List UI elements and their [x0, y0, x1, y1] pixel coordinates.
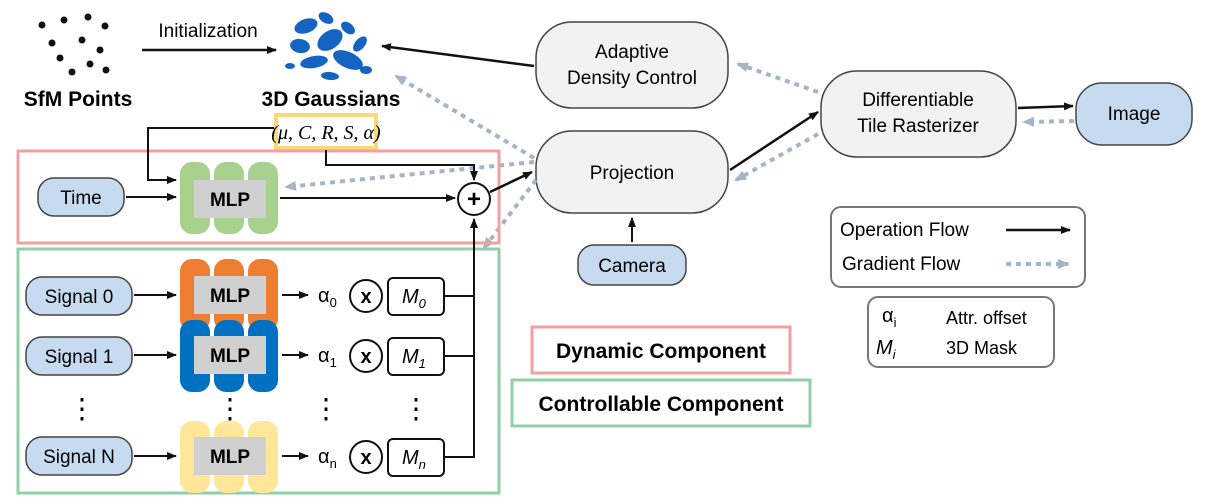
- signal-mlp-label: MLP: [210, 447, 250, 468]
- time-mlp: MLP: [180, 162, 278, 234]
- alpha-offset: αn: [318, 446, 337, 471]
- gradient-projection-to-control: [482, 178, 538, 250]
- gaussians-icon: [285, 12, 372, 81]
- signal-label: Signal 0: [45, 287, 114, 308]
- gradient-projection-to-gaussians: [394, 74, 536, 160]
- plus-label: +: [467, 186, 481, 213]
- image-label: Image: [1108, 104, 1161, 125]
- notation-alpha: αi: [882, 305, 897, 330]
- signal-node: [25, 276, 133, 316]
- alpha-offset: α1: [318, 345, 337, 370]
- gradient-projection-to-time-mlp: [284, 160, 535, 191]
- mask-label: Mn: [402, 447, 426, 472]
- multiply-node: [349, 339, 383, 373]
- signal-label: Signal N: [43, 447, 115, 468]
- adaptive-density-line2: Density Control: [567, 68, 697, 89]
- signal-label: Signal 1: [45, 347, 114, 368]
- signal-row: Signal N MLP αn x Mn: [25, 421, 445, 493]
- signal-mlp-label: MLP: [210, 346, 250, 367]
- gaussian-params: (μ, C, R, S, α): [271, 122, 381, 144]
- multiply-label: x: [360, 286, 371, 308]
- projection-to-rasterizer-arrow: [729, 110, 819, 172]
- adc-to-gaussians-arrow: [381, 43, 535, 68]
- signal-mlp: MLP: [180, 259, 278, 331]
- gaussian-params-highlight: [274, 113, 378, 150]
- projection-node: [535, 130, 729, 214]
- multiply-node: [349, 279, 383, 313]
- adaptive-density-line1: Adaptive: [595, 42, 669, 63]
- params-to-time-mlp-arrow: [147, 127, 274, 184]
- projection-label: Projection: [590, 163, 675, 184]
- time-node: [37, 177, 125, 217]
- multiply-label: x: [360, 346, 371, 368]
- camera-node: [577, 244, 687, 286]
- gradient-rasterizer-to-adc: [736, 62, 819, 94]
- multiply-node: [349, 440, 383, 474]
- sfm-points-label: SfM Points: [24, 88, 133, 111]
- mask-label: M0: [402, 286, 427, 311]
- initialization-label: Initialization: [158, 21, 257, 42]
- notation-legend-box: [867, 296, 1055, 368]
- signal-mlp: MLP: [180, 320, 278, 392]
- ellipsis-alpha: ⋮: [312, 393, 340, 424]
- signal-row: Signal 0 MLP α0 x M0: [25, 259, 445, 331]
- notation-mask-desc: 3D Mask: [946, 338, 1018, 358]
- image-node: [1075, 82, 1193, 146]
- flow-legend-box: [830, 206, 1086, 288]
- signal-node: [25, 436, 133, 476]
- time-mlp-label: MLP: [210, 190, 250, 211]
- rasterizer-line2: Tile Rasterizer: [857, 116, 979, 137]
- controllable-component-label: Controllable Component: [539, 393, 784, 416]
- notation-alpha-desc: Attr. offset: [946, 308, 1027, 328]
- rasterizer-line1: Differentiable: [862, 90, 974, 111]
- mask-label: M1: [402, 346, 426, 371]
- operation-flow-label: Operation Flow: [840, 220, 969, 241]
- controllable-component-box: [16, 247, 501, 495]
- alpha-offset: α0: [318, 285, 337, 310]
- sfm-points-icon: [38, 13, 110, 76]
- gaussians-label: 3D Gaussians: [262, 88, 401, 111]
- multiply-label: x: [360, 447, 371, 469]
- dynamic-component-label: Dynamic Component: [556, 340, 766, 363]
- ellipsis-mask: ⋮: [402, 393, 430, 424]
- signal-mlp-label: MLP: [210, 286, 250, 307]
- dynamic-component-box: [16, 149, 501, 245]
- dynamic-component-legend: [530, 325, 792, 375]
- ellipsis-mlp: ⋮: [216, 393, 244, 424]
- rasterizer-node: [820, 70, 1017, 158]
- camera-label: Camera: [598, 256, 666, 277]
- signal-node: [25, 336, 133, 376]
- signal-mlp: MLP: [180, 421, 278, 493]
- signal-row: Signal 1 MLP α1 x M1: [25, 320, 445, 392]
- gradient-flow-label: Gradient Flow: [842, 254, 961, 275]
- notation-mask: Mi: [876, 337, 897, 362]
- ellipsis-signals: ⋮: [68, 393, 96, 424]
- gradient-image-to-rasterizer: [1022, 116, 1075, 127]
- plus-to-projection-arrow: [489, 170, 533, 194]
- time-label: Time: [60, 188, 102, 209]
- controllable-component-legend: [510, 378, 812, 428]
- params-to-plus-arrow: [325, 150, 478, 181]
- adaptive-density-node: [535, 21, 729, 109]
- rasterizer-to-image-arrow: [1017, 102, 1074, 111]
- mask-merge-line: [444, 219, 474, 458]
